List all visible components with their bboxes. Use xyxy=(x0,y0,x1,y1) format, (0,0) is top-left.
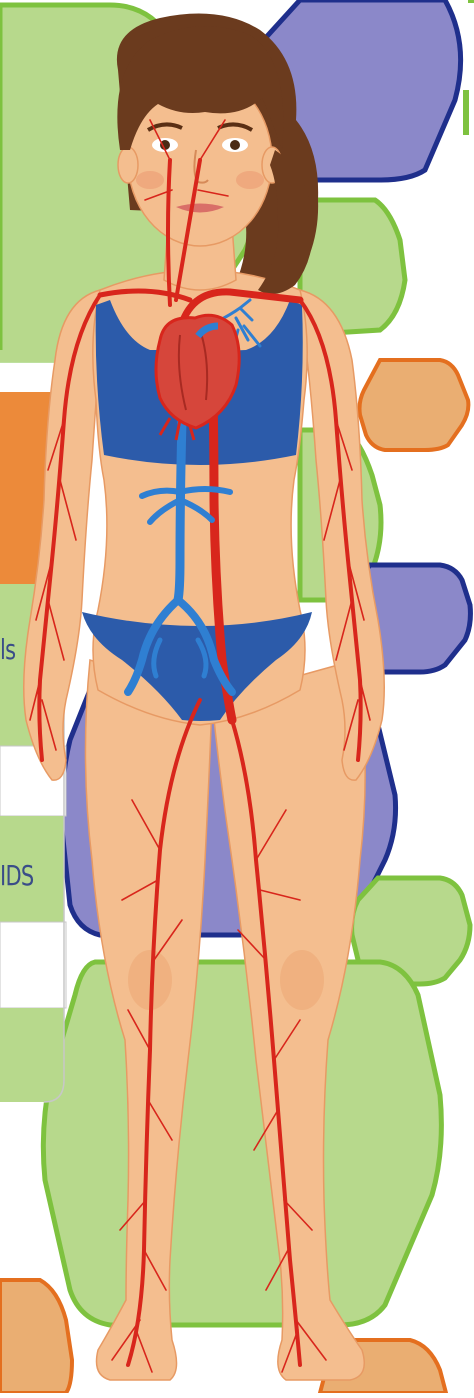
bracket-right-top xyxy=(466,0,474,135)
vein-inferior-vena-cava xyxy=(178,420,182,600)
hexagon-green-large-bottom xyxy=(43,962,441,1325)
side-panel-green-strip-1 xyxy=(0,350,60,362)
side-panel-text-fragment-2: IDS xyxy=(0,862,33,890)
hexagon-orange-bottom-left xyxy=(0,1280,72,1393)
hexagon-orange-small xyxy=(360,360,469,450)
side-panel-white-gap-2 xyxy=(0,922,66,1008)
right-iris xyxy=(230,140,240,150)
right-cheek xyxy=(236,171,264,189)
side-panel-text-fragment-1: ls xyxy=(0,636,15,664)
side-panel-green-block-3 xyxy=(0,1008,64,1102)
left-ear xyxy=(118,147,138,183)
right-knee xyxy=(280,950,324,1010)
left-cheek xyxy=(136,171,164,189)
